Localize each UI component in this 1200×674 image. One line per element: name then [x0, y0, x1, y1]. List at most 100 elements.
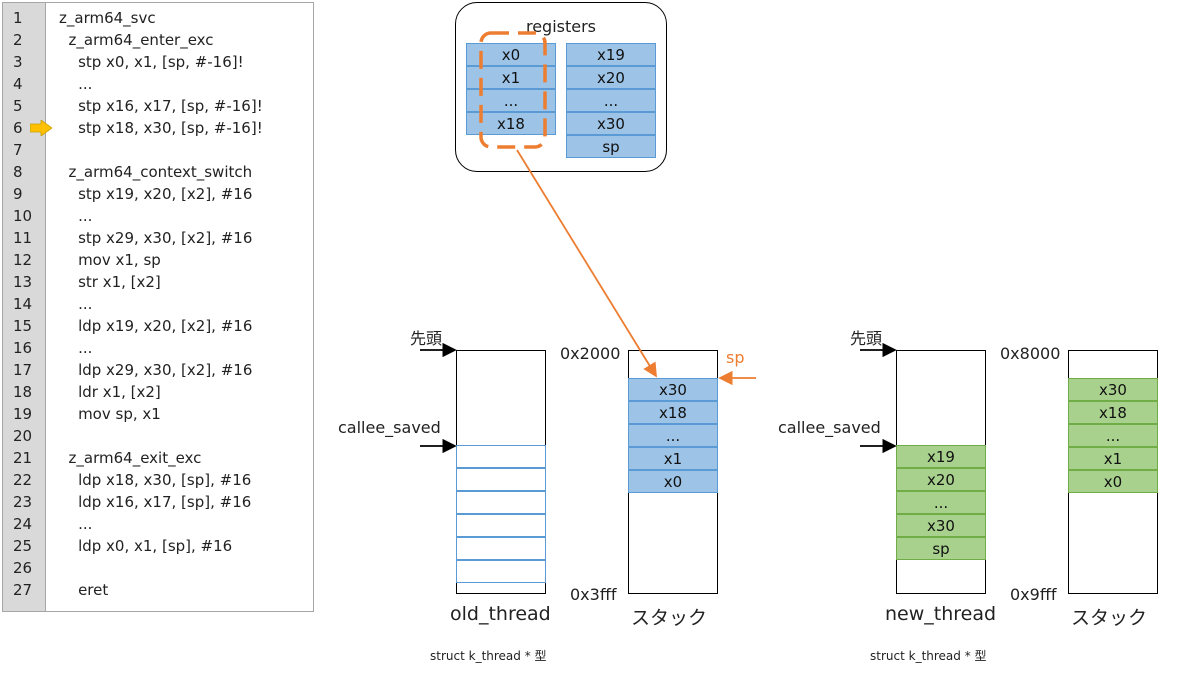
register-cell: x0 [466, 43, 556, 66]
old-stack-name: スタック [631, 607, 708, 629]
stack-entry: x1 [1068, 447, 1158, 470]
line-number: 10 [13, 207, 33, 225]
callee-saved-slot [456, 491, 546, 514]
line-number: 11 [13, 229, 33, 247]
line-number: 3 [13, 53, 23, 71]
old-stack-addr-bottom: 0x3fff [570, 585, 617, 604]
register-cell: ... [566, 89, 656, 112]
new-stack-addr-bottom: 0x9fff [1010, 585, 1057, 604]
line-number: 15 [13, 317, 33, 335]
code-line: ldp x19, x20, [x2], #16 [59, 317, 253, 335]
old-thread-type: struct k_thread * 型 [430, 649, 547, 663]
code-line: ldp x0, x1, [sp], #16 [59, 537, 233, 555]
register-cell: x19 [566, 43, 656, 66]
new-stack-addr-top: 0x8000 [1000, 344, 1061, 363]
new-stack-name: スタック [1071, 607, 1148, 629]
code-line: z_arm64_enter_exc [59, 31, 214, 49]
line-number: 26 [13, 559, 33, 577]
line-number: 9 [13, 185, 23, 203]
register-cell: x30 [566, 112, 656, 135]
line-number: 13 [13, 273, 33, 291]
line-number: 22 [13, 471, 33, 489]
callee-saved-entry: x19 [896, 445, 986, 468]
stack-entry: x1 [628, 447, 718, 470]
callee-saved-slot [456, 537, 546, 560]
line-number: 14 [13, 295, 33, 313]
line-number: 25 [13, 537, 33, 555]
callee-saved-slot [456, 468, 546, 491]
code-line: z_arm64_exit_exc [59, 449, 202, 467]
code-line: stp x0, x1, [sp, #-16]! [59, 53, 244, 71]
callee-saved-entry: x20 [896, 468, 986, 491]
stack-entry: x18 [1068, 401, 1158, 424]
line-number: 23 [13, 493, 33, 511]
register-cell: ... [466, 89, 556, 112]
code-line: stp x19, x20, [x2], #16 [59, 185, 253, 203]
code-line: z_arm64_context_switch [59, 163, 253, 181]
callee-saved-slot [456, 445, 546, 468]
old-thread-callee-saved-label: callee_saved [338, 418, 441, 437]
line-number: 24 [13, 515, 33, 533]
new-thread-head-label: 先頭 [850, 329, 883, 348]
new-thread-name: new_thread [885, 603, 997, 625]
code-line: eret [59, 581, 109, 599]
line-number-gutter [3, 3, 46, 611]
line-number: 2 [13, 31, 23, 49]
code-line: ... [59, 339, 93, 357]
line-number: 8 [13, 163, 23, 181]
registers-to-stack-arrow [516, 149, 657, 378]
line-number: 7 [13, 141, 23, 159]
code-line: stp x29, x30, [x2], #16 [59, 229, 253, 247]
code-line: ldr x1, [x2] [59, 383, 161, 401]
register-cell: x18 [466, 112, 556, 135]
old-stack-sp-label: sp [726, 348, 745, 367]
current-line-arrow-icon [30, 120, 52, 136]
line-number: 6 [13, 119, 23, 137]
code-line: mov sp, x1 [59, 405, 161, 423]
old-thread-head-label: 先頭 [410, 329, 443, 348]
callee-saved-entry: sp [896, 537, 986, 560]
line-number: 17 [13, 361, 33, 379]
code-line: ... [59, 75, 93, 93]
code-line: mov x1, sp [59, 251, 161, 269]
register-cell: x20 [566, 66, 656, 89]
stack-entry: ... [1068, 424, 1158, 447]
line-number: 1 [13, 9, 23, 27]
callee-saved-slot [456, 514, 546, 537]
stack-entry: x30 [628, 378, 718, 401]
line-number: 5 [13, 97, 23, 115]
code-line: ldp x29, x30, [x2], #16 [59, 361, 253, 379]
code-line: stp x18, x30, [sp, #-16]! [59, 119, 263, 137]
callee-saved-entry: ... [896, 491, 986, 514]
line-number: 20 [13, 427, 33, 445]
code-line: ldp x18, x30, [sp], #16 [59, 471, 252, 489]
code-line: str x1, [x2] [59, 273, 161, 291]
line-number: 12 [13, 251, 33, 269]
line-number: 4 [13, 75, 23, 93]
old-stack-addr-top: 0x2000 [560, 344, 621, 363]
line-number: 18 [13, 383, 33, 401]
code-line: ... [59, 207, 93, 225]
code-line: z_arm64_svc [59, 9, 156, 27]
new-thread-type: struct k_thread * 型 [870, 649, 987, 663]
registers-title: registers [525, 17, 597, 36]
stack-entry: x0 [628, 470, 718, 493]
code-line: ... [59, 295, 93, 313]
line-number: 16 [13, 339, 33, 357]
register-cell: x1 [466, 66, 556, 89]
callee-saved-slot [456, 560, 546, 583]
new-thread-callee-saved-label: callee_saved [778, 418, 881, 437]
code-line: stp x16, x17, [sp, #-16]! [59, 97, 263, 115]
stack-entry: x0 [1068, 470, 1158, 493]
line-number: 19 [13, 405, 33, 423]
stack-entry: x30 [1068, 378, 1158, 401]
old-thread-struct [456, 350, 546, 594]
code-line: ldp x16, x17, [sp], #16 [59, 493, 252, 511]
callee-saved-entry: x30 [896, 514, 986, 537]
stack-entry: x18 [628, 401, 718, 424]
